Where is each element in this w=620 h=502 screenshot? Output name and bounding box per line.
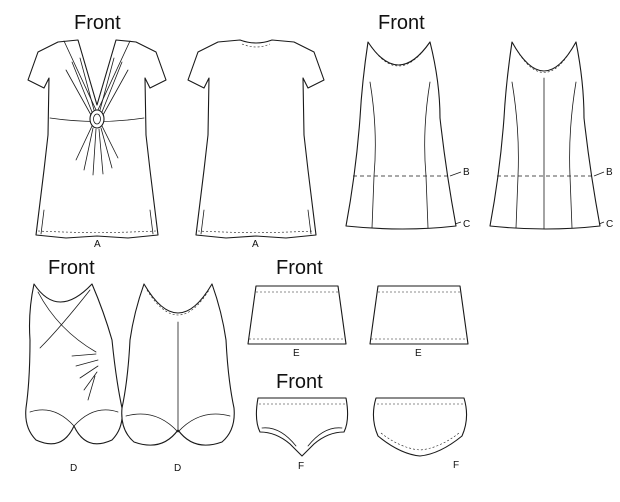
tunic-gathers-upper bbox=[65, 57, 129, 116]
heading-tunic: Front bbox=[74, 12, 121, 34]
tunic-back-outline bbox=[187, 39, 325, 239]
dress-back-outline bbox=[489, 41, 601, 230]
skirt-back-view: E bbox=[369, 285, 469, 359]
brief-front-outline bbox=[255, 397, 349, 457]
dress-back-c-letter: C bbox=[606, 219, 613, 230]
tunic-back-slits bbox=[200, 209, 312, 235]
brief-front-leg-openings bbox=[261, 427, 343, 447]
dress-front-view: B C bbox=[345, 41, 470, 230]
tunic-front-view: A bbox=[27, 39, 167, 250]
swimsuit-front-letter: D bbox=[70, 463, 77, 474]
brief-back-view: F bbox=[372, 397, 468, 471]
dress-back-c-leader bbox=[598, 221, 605, 225]
heading-swimsuit: Front bbox=[48, 257, 95, 279]
brief-front-letter: F bbox=[298, 461, 304, 472]
swimsuit-front-wrap-right bbox=[39, 289, 91, 349]
dress-back-princess-left bbox=[511, 81, 519, 229]
swimsuit-front-gathers bbox=[71, 353, 99, 401]
brief-back-leg-stitch bbox=[380, 432, 460, 451]
dress-front-c-leader bbox=[454, 221, 462, 225]
skirt-front-letter: E bbox=[293, 348, 300, 359]
dress-front-outline bbox=[345, 41, 457, 230]
tunic-front-outline bbox=[27, 39, 167, 239]
swimsuit-front-view: D bbox=[25, 283, 123, 474]
swimsuit-back-leg-openings bbox=[125, 413, 231, 433]
skirt-back-outline bbox=[369, 285, 469, 345]
dress-front-princess-left bbox=[369, 81, 376, 229]
swimsuit-back-view: D bbox=[121, 283, 235, 474]
brief-front-view: F bbox=[255, 397, 349, 472]
brief-back-letter: F bbox=[453, 460, 459, 471]
dress-back-neck-stitch bbox=[514, 46, 574, 73]
tunic-back-view: A bbox=[187, 39, 325, 250]
dress-front-princess-right bbox=[424, 81, 431, 229]
dress-back-b-leader bbox=[593, 171, 605, 177]
heading-skirt: Front bbox=[276, 257, 323, 279]
tunic-front-letter: A bbox=[94, 239, 101, 250]
tunic-hem-stitch bbox=[37, 230, 157, 233]
heading-brief: Front bbox=[276, 371, 323, 393]
swimsuit-front-outline bbox=[25, 283, 123, 445]
dress-front-neck-stitch bbox=[370, 45, 428, 67]
swimsuit-front-leg-openings bbox=[29, 409, 119, 427]
tunic-back-hem-stitch bbox=[197, 230, 315, 233]
dress-front-b-letter: B bbox=[463, 167, 470, 178]
dress-back-view: B C bbox=[489, 41, 613, 230]
skirt-front-view: E bbox=[247, 285, 347, 359]
swimsuit-back-neck-stitch bbox=[146, 289, 210, 316]
dress-back-b-letter: B bbox=[606, 167, 613, 178]
tunic-ring-inner bbox=[93, 113, 101, 125]
brief-back-outline bbox=[372, 397, 468, 457]
tunic-back-letter: A bbox=[252, 239, 259, 250]
skirt-front-outline bbox=[247, 285, 347, 345]
swimsuit-back-letter: D bbox=[174, 463, 181, 474]
tunic-side-slits bbox=[40, 209, 154, 235]
heading-dress: Front bbox=[378, 12, 425, 34]
swimsuit-front-wrap-left bbox=[37, 291, 97, 353]
dress-back-princess-right bbox=[569, 81, 577, 229]
skirt-back-letter: E bbox=[415, 348, 422, 359]
tunic-gathers-lower bbox=[75, 125, 119, 176]
tunic-ring-ornament bbox=[89, 109, 105, 129]
dress-front-b-leader bbox=[449, 171, 462, 177]
dress-front-c-letter: C bbox=[463, 219, 470, 230]
